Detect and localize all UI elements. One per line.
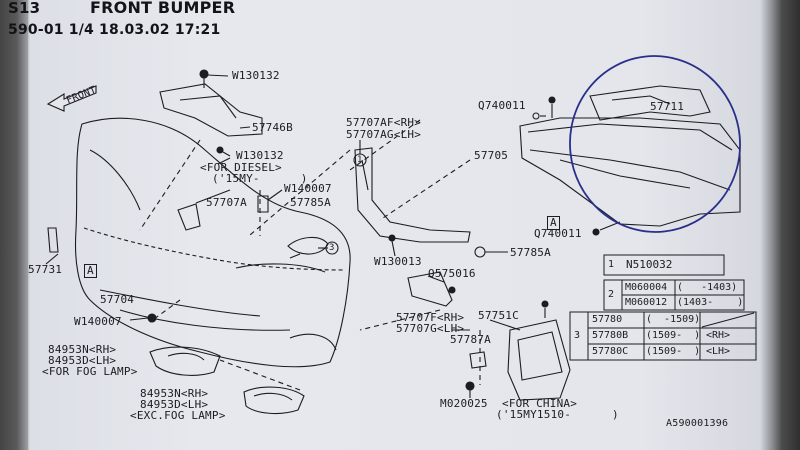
part-label-57704: 57704 — [100, 293, 135, 306]
legend-3-row-3-code: 57780C — [592, 346, 629, 357]
part-label-84953n-exc: 84953N<RH> — [140, 387, 209, 400]
bumper-face-drawing — [75, 117, 351, 368]
part-label-57705: 57705 — [474, 149, 509, 162]
part-label-q740011-bottom: Q740011 — [534, 227, 582, 240]
part-label-57785a-top: 57785A — [290, 196, 331, 209]
reference-marker-a-right: A — [547, 216, 560, 230]
part-label-84953n-fog: 84953N<RH> — [48, 343, 117, 356]
fog-lamp-cover-drawing — [149, 346, 221, 376]
callout-3: 3 — [329, 243, 335, 253]
page-info: 590-01 1/4 18.03.02 17:21 — [8, 22, 221, 38]
legend-2-row-1-code: M060004 — [625, 282, 668, 293]
reference-marker-a-left: A — [84, 264, 97, 278]
legend-2-row-2-range: (1403- ) — [677, 297, 744, 308]
part-label-q740011-top: Q740011 — [478, 99, 526, 112]
license-plate-bracket-drawing — [507, 319, 571, 401]
part-label-57785a-bottom: 57785A — [510, 246, 551, 259]
part-label-q575016: Q575016 — [428, 267, 476, 280]
legend-3-row-2-range: (1509- ) — [646, 330, 701, 341]
note-exc-fog-lamp: <EXC.FOG LAMP> — [130, 409, 226, 422]
part-label-m020025: M020025 — [440, 397, 488, 410]
legend-1-number: 1 — [608, 259, 615, 270]
page-title: FRONT BUMPER — [90, 0, 236, 17]
part-label-57787a: 57787A — [450, 333, 491, 346]
legend-2-row-1-range: ( -1403) — [677, 282, 738, 293]
upper-bracket-drawing — [159, 83, 263, 137]
reinforcement-beam-drawing — [519, 117, 741, 227]
legend-3-row-3-range: (1509- ) — [646, 346, 701, 357]
part-label-w140007-b: W140007 — [74, 315, 122, 328]
legend-3-row-3-side: <LH> — [706, 346, 731, 357]
footer-drawing-code: A590001396 — [666, 418, 729, 429]
legend-3-row-2-side: <RH> — [706, 330, 731, 341]
note-from-15my: ('15MY- ) — [212, 172, 308, 185]
part-label-57731: 57731 — [28, 263, 63, 276]
legend-2-number: 2 — [608, 289, 615, 300]
front-arrow-icon — [46, 85, 97, 112]
part-label-57707ag: 57707AG<LH> — [346, 128, 422, 141]
note-for-china: <FOR CHINA> — [502, 397, 578, 410]
part-label-57707g: 57707G<LH> — [396, 322, 465, 335]
fog-lamp-blank-cover-drawing — [243, 386, 305, 415]
part-label-84953d-exc: 84953D<LH> — [140, 398, 209, 411]
note-for-fog-lamp: <FOR FOG LAMP> — [42, 365, 138, 378]
legend-3-row-2-code: 57780B — [592, 330, 629, 341]
part-label-w140007-a: W140007 — [284, 182, 332, 195]
legend-3-number: 3 — [574, 330, 581, 341]
legend-3-row-1-range: ( -1509) — [646, 314, 701, 325]
part-label-57711: 57711 — [650, 100, 685, 113]
part-label-57707af: 57707AF<RH> — [346, 116, 422, 129]
side-bracket-drawing — [354, 147, 471, 243]
part-label-w130013: W130013 — [374, 255, 422, 268]
note-from-15my1510: ('15MY1510- ) — [496, 408, 619, 421]
part-label-57707f: 57707F<RH> — [396, 311, 465, 324]
part-label-84953d-fog: 84953D<LH> — [48, 354, 117, 367]
callout-1: 1 — [357, 155, 363, 165]
part-label-57751c: 57751C — [478, 309, 519, 322]
legend-2-row-2-code: M060012 — [625, 297, 668, 308]
part-label-57707a: 57707A — [206, 196, 247, 209]
part-label-57746b: 57746B — [252, 121, 293, 134]
part-label-w130132-top: W130132 — [232, 69, 280, 82]
group-code: S13 — [8, 0, 41, 17]
legend-1-code: N510032 — [626, 258, 673, 271]
part-label-w130132-mid: W130132 — [236, 149, 284, 162]
paper-shadow-edge — [0, 0, 28, 450]
note-for-diesel: <FOR DIESEL> — [200, 161, 282, 174]
marker-circle — [569, 55, 741, 233]
legend-3-row-1-code: 57780 — [592, 314, 623, 325]
